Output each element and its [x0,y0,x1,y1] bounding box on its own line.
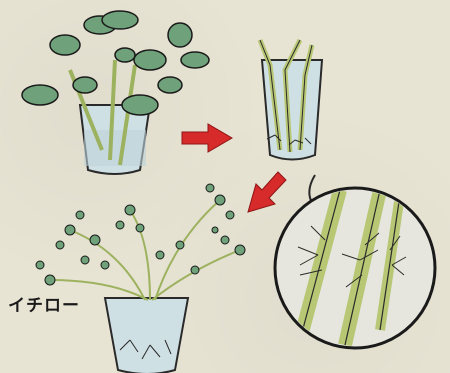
plant-name-label: イチロー [8,291,80,316]
glass-with-stripped-stems [260,40,322,160]
glass-with-leafy-cutting [22,11,209,174]
glass-with-bushy-plant [36,184,245,373]
roots-zoom-circle [275,188,435,348]
arrow-right [182,124,232,152]
arrow-down-left [248,172,286,212]
